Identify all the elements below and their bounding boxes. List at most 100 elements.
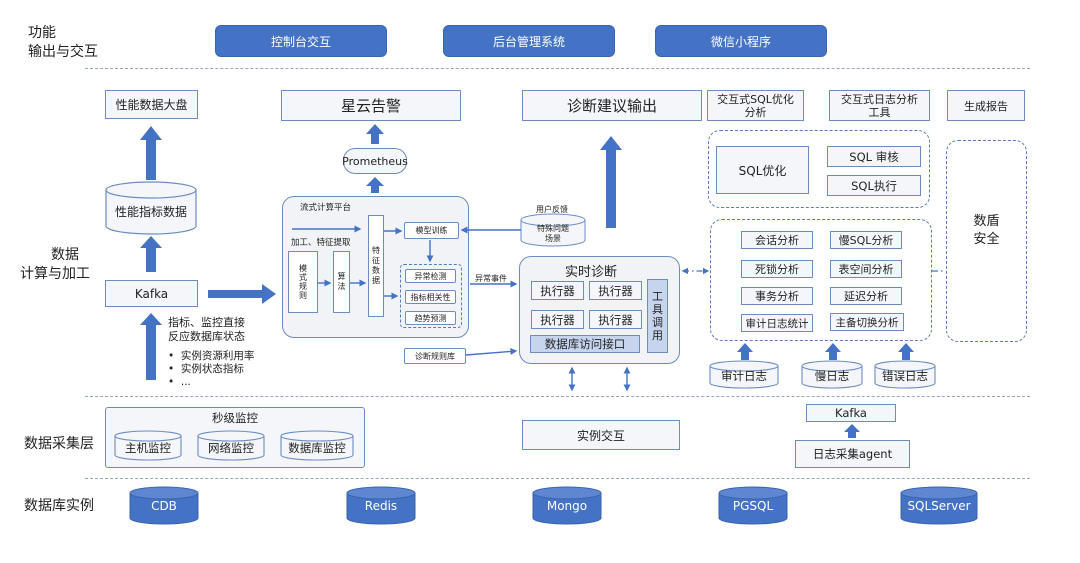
redis-cylinder: [346, 486, 416, 525]
arrow-platform-to-prom: [366, 177, 384, 193]
layer-instance-label: 数据库实例: [24, 498, 94, 514]
user-feedback-label: 用户反馈: [536, 205, 568, 214]
separator-collect: [85, 478, 1030, 479]
security-group: [946, 140, 1027, 342]
perf-dashboard-box: 性能数据大盘: [105, 90, 198, 119]
arrow-metrics-to-dashboard: [140, 126, 162, 180]
pattern-char: 模: [299, 264, 307, 273]
feature-char: 据: [372, 276, 380, 285]
deadlock-analysis-box: 死锁分析: [741, 260, 813, 278]
executor-box-3: 执行器: [531, 310, 584, 329]
pattern-char: 规: [299, 282, 307, 291]
kafka-collect-box: Kafka: [806, 404, 896, 422]
console-interaction-box[interactable]: 控制台交互: [215, 25, 387, 57]
pattern-rule-box: 模式规则: [288, 251, 318, 313]
sql-tools-group: [708, 130, 930, 208]
algo-char: 法: [337, 282, 346, 291]
error-log-label: 错误日志: [882, 369, 928, 383]
sql-opt-tool-box[interactable]: 交互式SQL优化 分析: [707, 90, 804, 121]
special-scene-cylinder: [520, 213, 586, 247]
feature-extract-label: 加工、特征提取: [291, 238, 351, 248]
audit-log-cylinder: [709, 360, 779, 389]
cdb-cylinder: [129, 486, 199, 525]
host-monitor-label: 主机监控: [125, 441, 171, 455]
tool-char: 用: [652, 329, 663, 342]
sqlserver-label: SQLServer: [907, 499, 971, 513]
analysis-group: [400, 264, 462, 328]
feature-char: 数: [372, 266, 380, 275]
perf-metrics-label: 性能指标数据: [114, 205, 187, 219]
metric-correlation-box: 指标相关性: [405, 290, 456, 304]
pattern-char: 则: [299, 291, 307, 300]
bullet-text: 实例资源利用率: [180, 350, 255, 362]
security-label: 数盾 安全: [946, 213, 1027, 249]
layer-collect-label: 数据采集层: [24, 436, 94, 452]
transaction-analysis-box: 事务分析: [741, 287, 813, 305]
metrics-note-line1: 指标、监控直接: [168, 316, 245, 329]
prometheus-box: Prometheus: [342, 148, 408, 174]
arrow-kafka-to-metrics: [140, 236, 162, 272]
metrics-bullets: • 实例资源利用率 • 实例状态指标 • ...: [168, 350, 254, 389]
arrow-prom-to-alarm: [366, 124, 384, 144]
wechat-miniapp-box[interactable]: 微信小程序: [655, 25, 827, 57]
pattern-char: 式: [299, 273, 307, 282]
metrics-note: 指标、监控直接 反应数据库状态: [168, 316, 245, 344]
network-monitor-label: 网络监控: [208, 441, 254, 455]
algorithm-box: 算法: [333, 251, 350, 313]
arrow-collect-to-kafka: [140, 313, 162, 380]
tool-char: 工: [652, 290, 663, 303]
sqlserver-cylinder: [900, 486, 978, 525]
special-line1: 特殊问题: [537, 224, 569, 233]
anomaly-event-label: 异常事件: [475, 274, 507, 283]
algo-char: 算: [337, 272, 346, 281]
log-analysis-tool-box[interactable]: 交互式日志分析 工具: [829, 90, 930, 121]
log-tool-line2: 工具: [868, 105, 891, 119]
feature-data-box: 特征数据: [368, 215, 384, 317]
session-analysis-box: 会话分析: [741, 231, 813, 249]
star-alarm-box: 星云告警: [281, 90, 461, 121]
thin-arrows: [292, 225, 631, 392]
second-monitor-title: 秒级监控: [212, 411, 258, 425]
host-monitor-cylinder: [114, 430, 182, 461]
diagnosis-output-box: 诊断建议输出: [522, 90, 702, 121]
backend-admin-box[interactable]: 后台管理系统: [443, 25, 615, 57]
arrow-slow-up: [825, 343, 841, 360]
sql-exec-box: SQL执行: [827, 175, 921, 196]
model-training-box: 模型训练: [404, 222, 459, 239]
layer-func-line2: 输出与交互: [28, 44, 98, 60]
bullet-item: • 实例状态指标: [168, 363, 244, 375]
layer-compute-line1: 数据: [51, 247, 79, 263]
arrow-diag-to-output: [600, 136, 622, 228]
instance-interaction-box: 实例交互: [522, 420, 680, 450]
mongo-label: Mongo: [546, 499, 588, 513]
arrow-agent-to-kafka: [844, 424, 860, 438]
pgsql-label: PGSQL: [732, 499, 774, 513]
tool-char: 具: [652, 303, 663, 316]
special-line2: 场景: [545, 234, 561, 243]
cdb-label: CDB: [151, 499, 177, 513]
executor-box-2: 执行器: [589, 281, 642, 300]
thick-arrows: [140, 124, 914, 438]
generate-report-box[interactable]: 生成报告: [947, 90, 1025, 121]
log-agent-box: 日志采集agent: [795, 440, 910, 468]
latency-analysis-box: 延迟分析: [830, 287, 902, 305]
diagnose-rules-box: 诊断规则库: [404, 348, 466, 364]
sql-audit-box: SQL 审核: [827, 146, 921, 167]
bullet-item: • ...: [168, 376, 191, 388]
bullet-text: ...: [180, 376, 191, 388]
metrics-note-line2: 反应数据库状态: [168, 330, 245, 343]
pgsql-cylinder: [718, 486, 788, 525]
db-access-interface-box: 数据库访问接口: [530, 335, 640, 353]
sql-opt-tool-line2: 分析: [744, 105, 767, 119]
security-line1: 数盾: [973, 214, 1000, 229]
layer-compute-line2: 计算与加工: [20, 266, 90, 282]
db-monitor-label: 数据库监控: [288, 441, 346, 455]
trend-forecast-box: 趋势预测: [405, 311, 456, 325]
mongo-cylinder: [532, 486, 602, 525]
layer-compute-label: 数据 计算与加工: [20, 246, 90, 284]
tool-char: 调: [652, 316, 663, 329]
